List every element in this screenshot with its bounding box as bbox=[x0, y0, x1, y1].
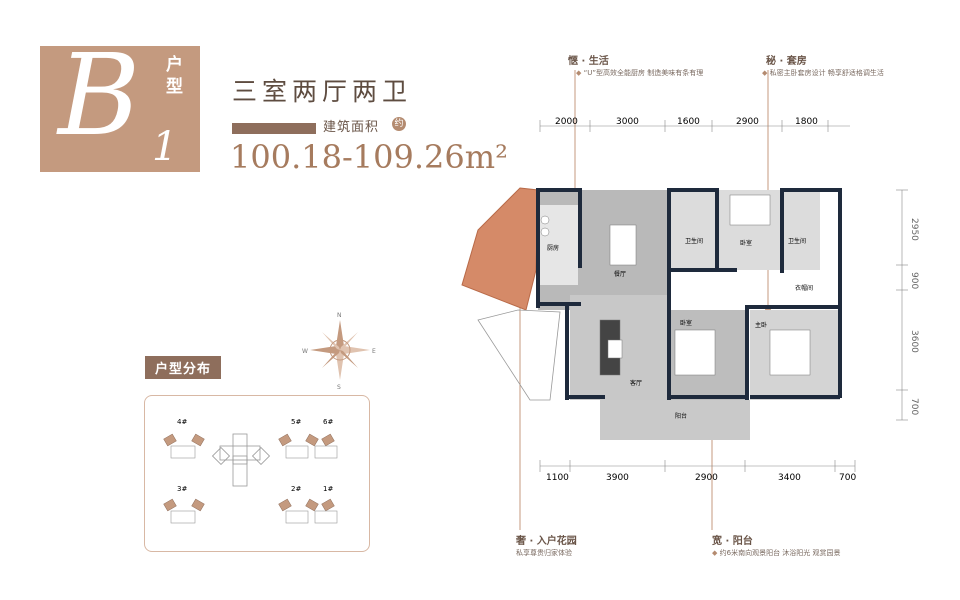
dim-bottom: 2900 bbox=[695, 473, 718, 483]
bed2 bbox=[729, 194, 771, 226]
bed bbox=[674, 329, 716, 376]
compass-n: N bbox=[337, 312, 342, 319]
unit-number: 1 bbox=[152, 124, 178, 170]
callout-balcony-desc: ◆ 约6米南向观景阳台 沐浴阳光 观赏园景 bbox=[712, 549, 841, 557]
room-dining: 餐厅 bbox=[614, 270, 626, 278]
area-label: 建筑面积 bbox=[323, 120, 380, 135]
dim-top: 1800 bbox=[795, 117, 818, 127]
compass-s: S bbox=[337, 384, 341, 390]
floor-plan: 2000 3000 1600 2900 1800 1100 3900 2900 … bbox=[461, 70, 919, 530]
room-living: 客厅 bbox=[630, 379, 642, 387]
dim-right: 2950 bbox=[909, 218, 919, 241]
room-master: 主卧 bbox=[755, 321, 767, 329]
compass-w: W bbox=[302, 348, 308, 355]
building-label: 3# bbox=[177, 485, 187, 493]
callout-suite-desc: ◆ 私密主卧套房设计 畅享舒适格调生活 bbox=[762, 69, 884, 77]
unit-letter: B bbox=[58, 31, 141, 161]
distribution-tag: 户型分布 bbox=[145, 356, 222, 379]
callout-suite-title: 秘 · 套房 bbox=[766, 56, 807, 67]
building-label: 2# bbox=[291, 485, 301, 493]
dim-top: 2900 bbox=[736, 117, 759, 127]
room-bath2: 卫生间 bbox=[788, 237, 806, 245]
master-bed bbox=[769, 329, 811, 376]
room-bedroom1: 卧室 bbox=[740, 239, 752, 247]
area-approx-badge: 约 bbox=[392, 117, 406, 131]
dim-right: 700 bbox=[909, 398, 919, 415]
dim-top: 1600 bbox=[677, 117, 700, 127]
building-label: 5# bbox=[291, 418, 301, 426]
layout-title: 三室两厅两卫 bbox=[232, 78, 413, 106]
callout-garden-desc: 私享尊贵归家体验 bbox=[516, 549, 572, 557]
callout-kitchen-desc: ◆ “U”型高效全能厨房 制造美味有条有理 bbox=[576, 69, 704, 77]
building-label: 6# bbox=[323, 418, 333, 426]
room-kitchen: 厨房 bbox=[547, 244, 559, 252]
title-bar-decoration bbox=[232, 123, 316, 134]
compass-e: E bbox=[372, 348, 376, 355]
dim-bottom: 1100 bbox=[546, 473, 569, 483]
callout-balcony-title: 宽 · 阳台 bbox=[712, 536, 753, 547]
garden-railing bbox=[477, 309, 561, 401]
compass-icon: N S E W bbox=[302, 312, 376, 390]
callout-kitchen-title: 惬 · 生活 bbox=[568, 56, 609, 67]
building-label: 1# bbox=[323, 485, 333, 493]
unit-type-badge: B 1 户型 bbox=[40, 40, 200, 172]
dim-bottom: 700 bbox=[839, 473, 856, 483]
area-value: 100.18-109.26m² bbox=[230, 138, 508, 176]
callout-garden-title: 奢 · 入户花园 bbox=[516, 536, 577, 547]
dim-bottom: 3900 bbox=[606, 473, 629, 483]
dim-right: 3600 bbox=[909, 330, 919, 353]
room-bedroom2: 卧室 bbox=[680, 319, 692, 327]
distribution-map: 4# 5# 6# 3# 2# 1# bbox=[144, 395, 370, 552]
dim-top: 2000 bbox=[555, 117, 578, 127]
room-balcony: 阳台 bbox=[675, 412, 687, 420]
dim-top: 3000 bbox=[616, 117, 639, 127]
room-closet: 衣帽间 bbox=[795, 284, 813, 292]
unit-type-word: 户型 bbox=[166, 55, 183, 97]
balcony-floor bbox=[600, 400, 750, 440]
entry-garden bbox=[461, 187, 539, 311]
dim-bottom: 3400 bbox=[778, 473, 801, 483]
site-plan-diagram: 4# 5# 6# 3# 2# 1# bbox=[163, 418, 338, 524]
dining-table bbox=[609, 224, 637, 266]
building-label: 4# bbox=[177, 418, 187, 426]
coffee-table bbox=[607, 339, 623, 359]
room-bath1: 卫生间 bbox=[685, 237, 703, 245]
dim-right: 900 bbox=[909, 272, 919, 289]
